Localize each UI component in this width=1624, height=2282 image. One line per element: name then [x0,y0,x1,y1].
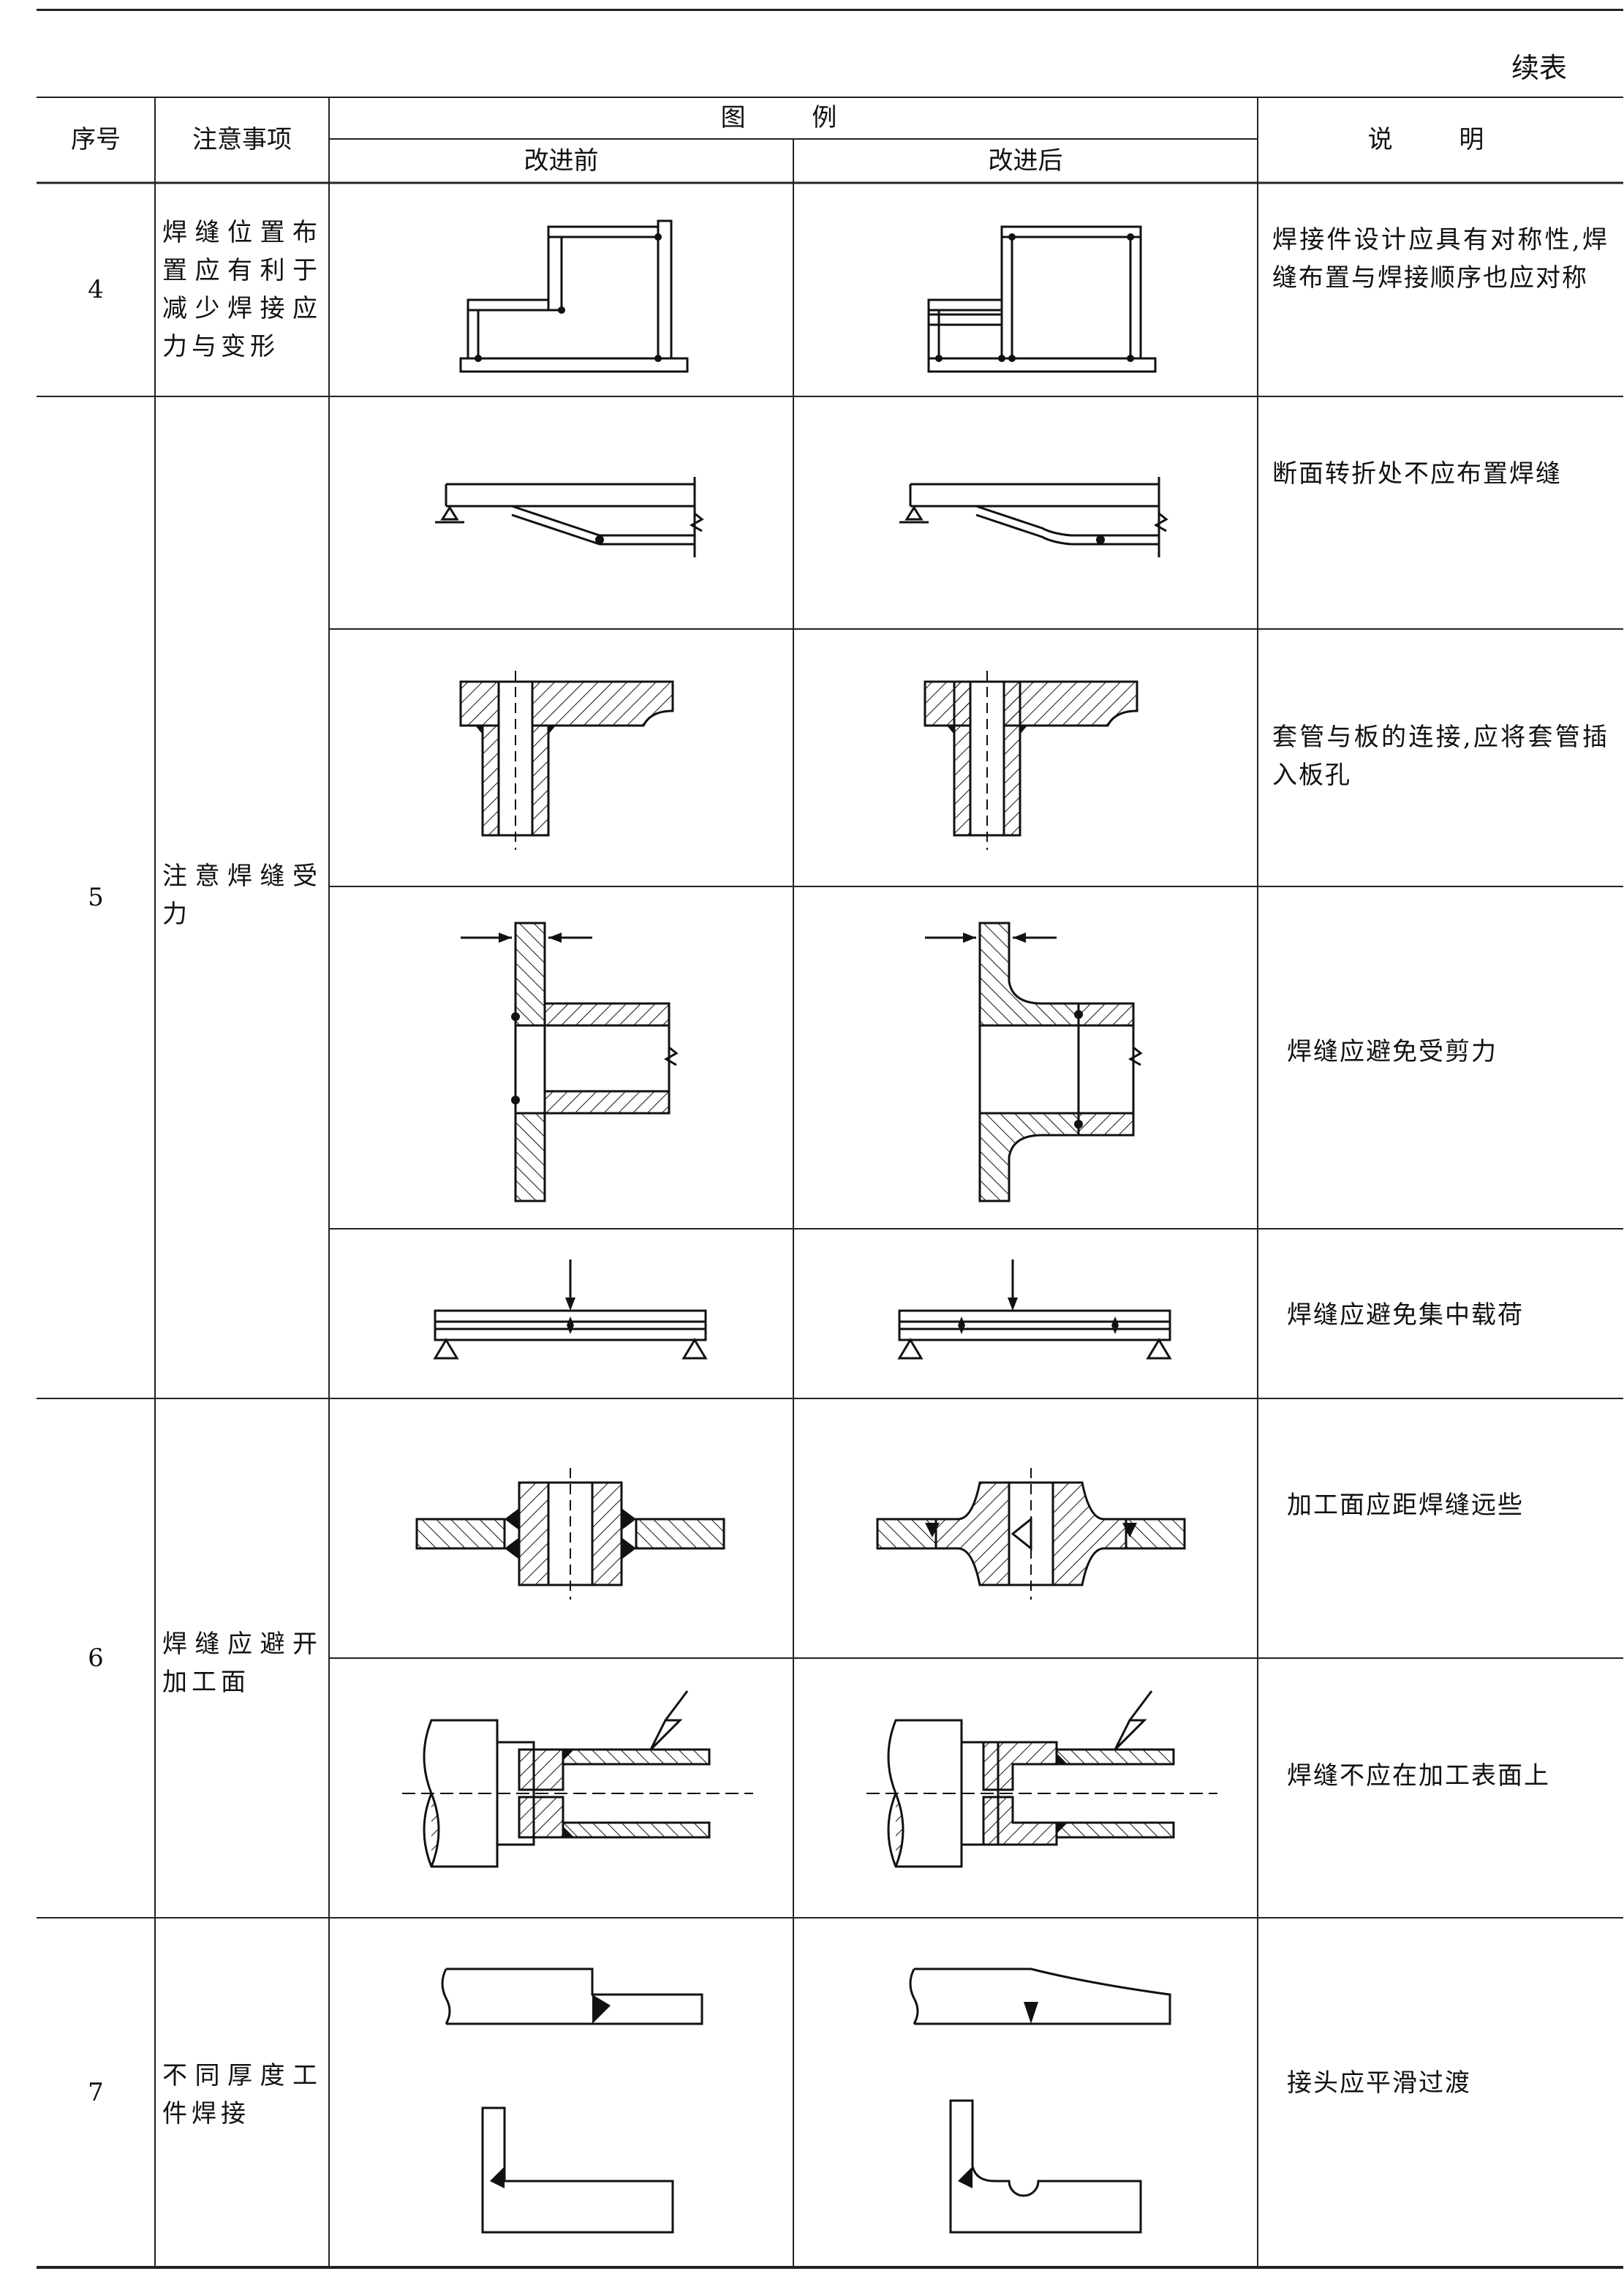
row-6b-after-diagram [866,1676,1217,1910]
row-4-before-diagram [446,206,695,382]
table-grid [37,97,1623,2269]
header-no: 序号 [71,125,121,154]
row-7-before-diagram [431,1947,724,2254]
row-4-desc: 焊接件设计应具有对称性,焊缝布置与焊接顺序也应对称 [1272,225,1609,293]
row-7-desc: 接头应平滑过渡 [1287,2068,1471,2098]
row-5a-after-diagram [896,426,1174,601]
row-5-note: 注意焊缝受力 [162,862,322,929]
row-6a-after-diagram [863,1442,1199,1618]
row-4-note: 焊缝位置布置应有利于减少焊接应力与变形 [162,218,322,361]
row-4-after-diagram [914,206,1163,382]
row-6b-desc: 焊缝不应在加工表面上 [1287,1761,1550,1790]
design-table: 序号 注意事项 图 例 改进前 改进后 说 明 4 焊缝位置布置应有利于减少焊接… [37,97,1623,2269]
header-explanation: 说 明 [1367,125,1514,154]
row-5b-after-diagram [918,667,1152,857]
header-notes: 注意事项 [192,125,292,154]
row-4-no: 4 [88,275,104,304]
header-before: 改进前 [524,146,599,176]
top-rule [37,9,1623,11]
row-6b-before-diagram [402,1676,753,1910]
header-illustration: 图 例 [720,103,866,132]
row-5c-desc: 焊缝应避免受剪力 [1287,1037,1498,1066]
row-5a-before-diagram [431,426,709,601]
row-7-after-diagram [899,1947,1192,2254]
row-5-no: 5 [88,883,104,912]
row-6a-before-diagram [402,1442,739,1618]
row-5c-after-diagram [910,908,1174,1216]
row-5b-before-diagram [453,667,687,857]
row-5d-desc: 焊缝应避免集中载荷 [1287,1300,1524,1330]
row-7-no: 7 [88,2078,104,2107]
row-6-note: 焊缝应避开加工面 [162,1630,322,1697]
row-5d-before-diagram [417,1252,724,1384]
continued-label: 续表 [1511,52,1567,84]
row-7-note: 不同厚度工件焊接 [162,2061,322,2128]
header-after: 改进后 [988,146,1063,176]
row-5d-after-diagram [881,1252,1188,1384]
row-5b-desc: 套管与板的连接,应将套管插入板孔 [1272,723,1609,790]
row-5a-desc: 断面转折处不应布置焊缝 [1272,459,1562,489]
row-6a-desc: 加工面应距焊缝远些 [1287,1491,1524,1520]
row-5c-before-diagram [446,908,709,1216]
row-6-no: 6 [88,1643,104,1673]
